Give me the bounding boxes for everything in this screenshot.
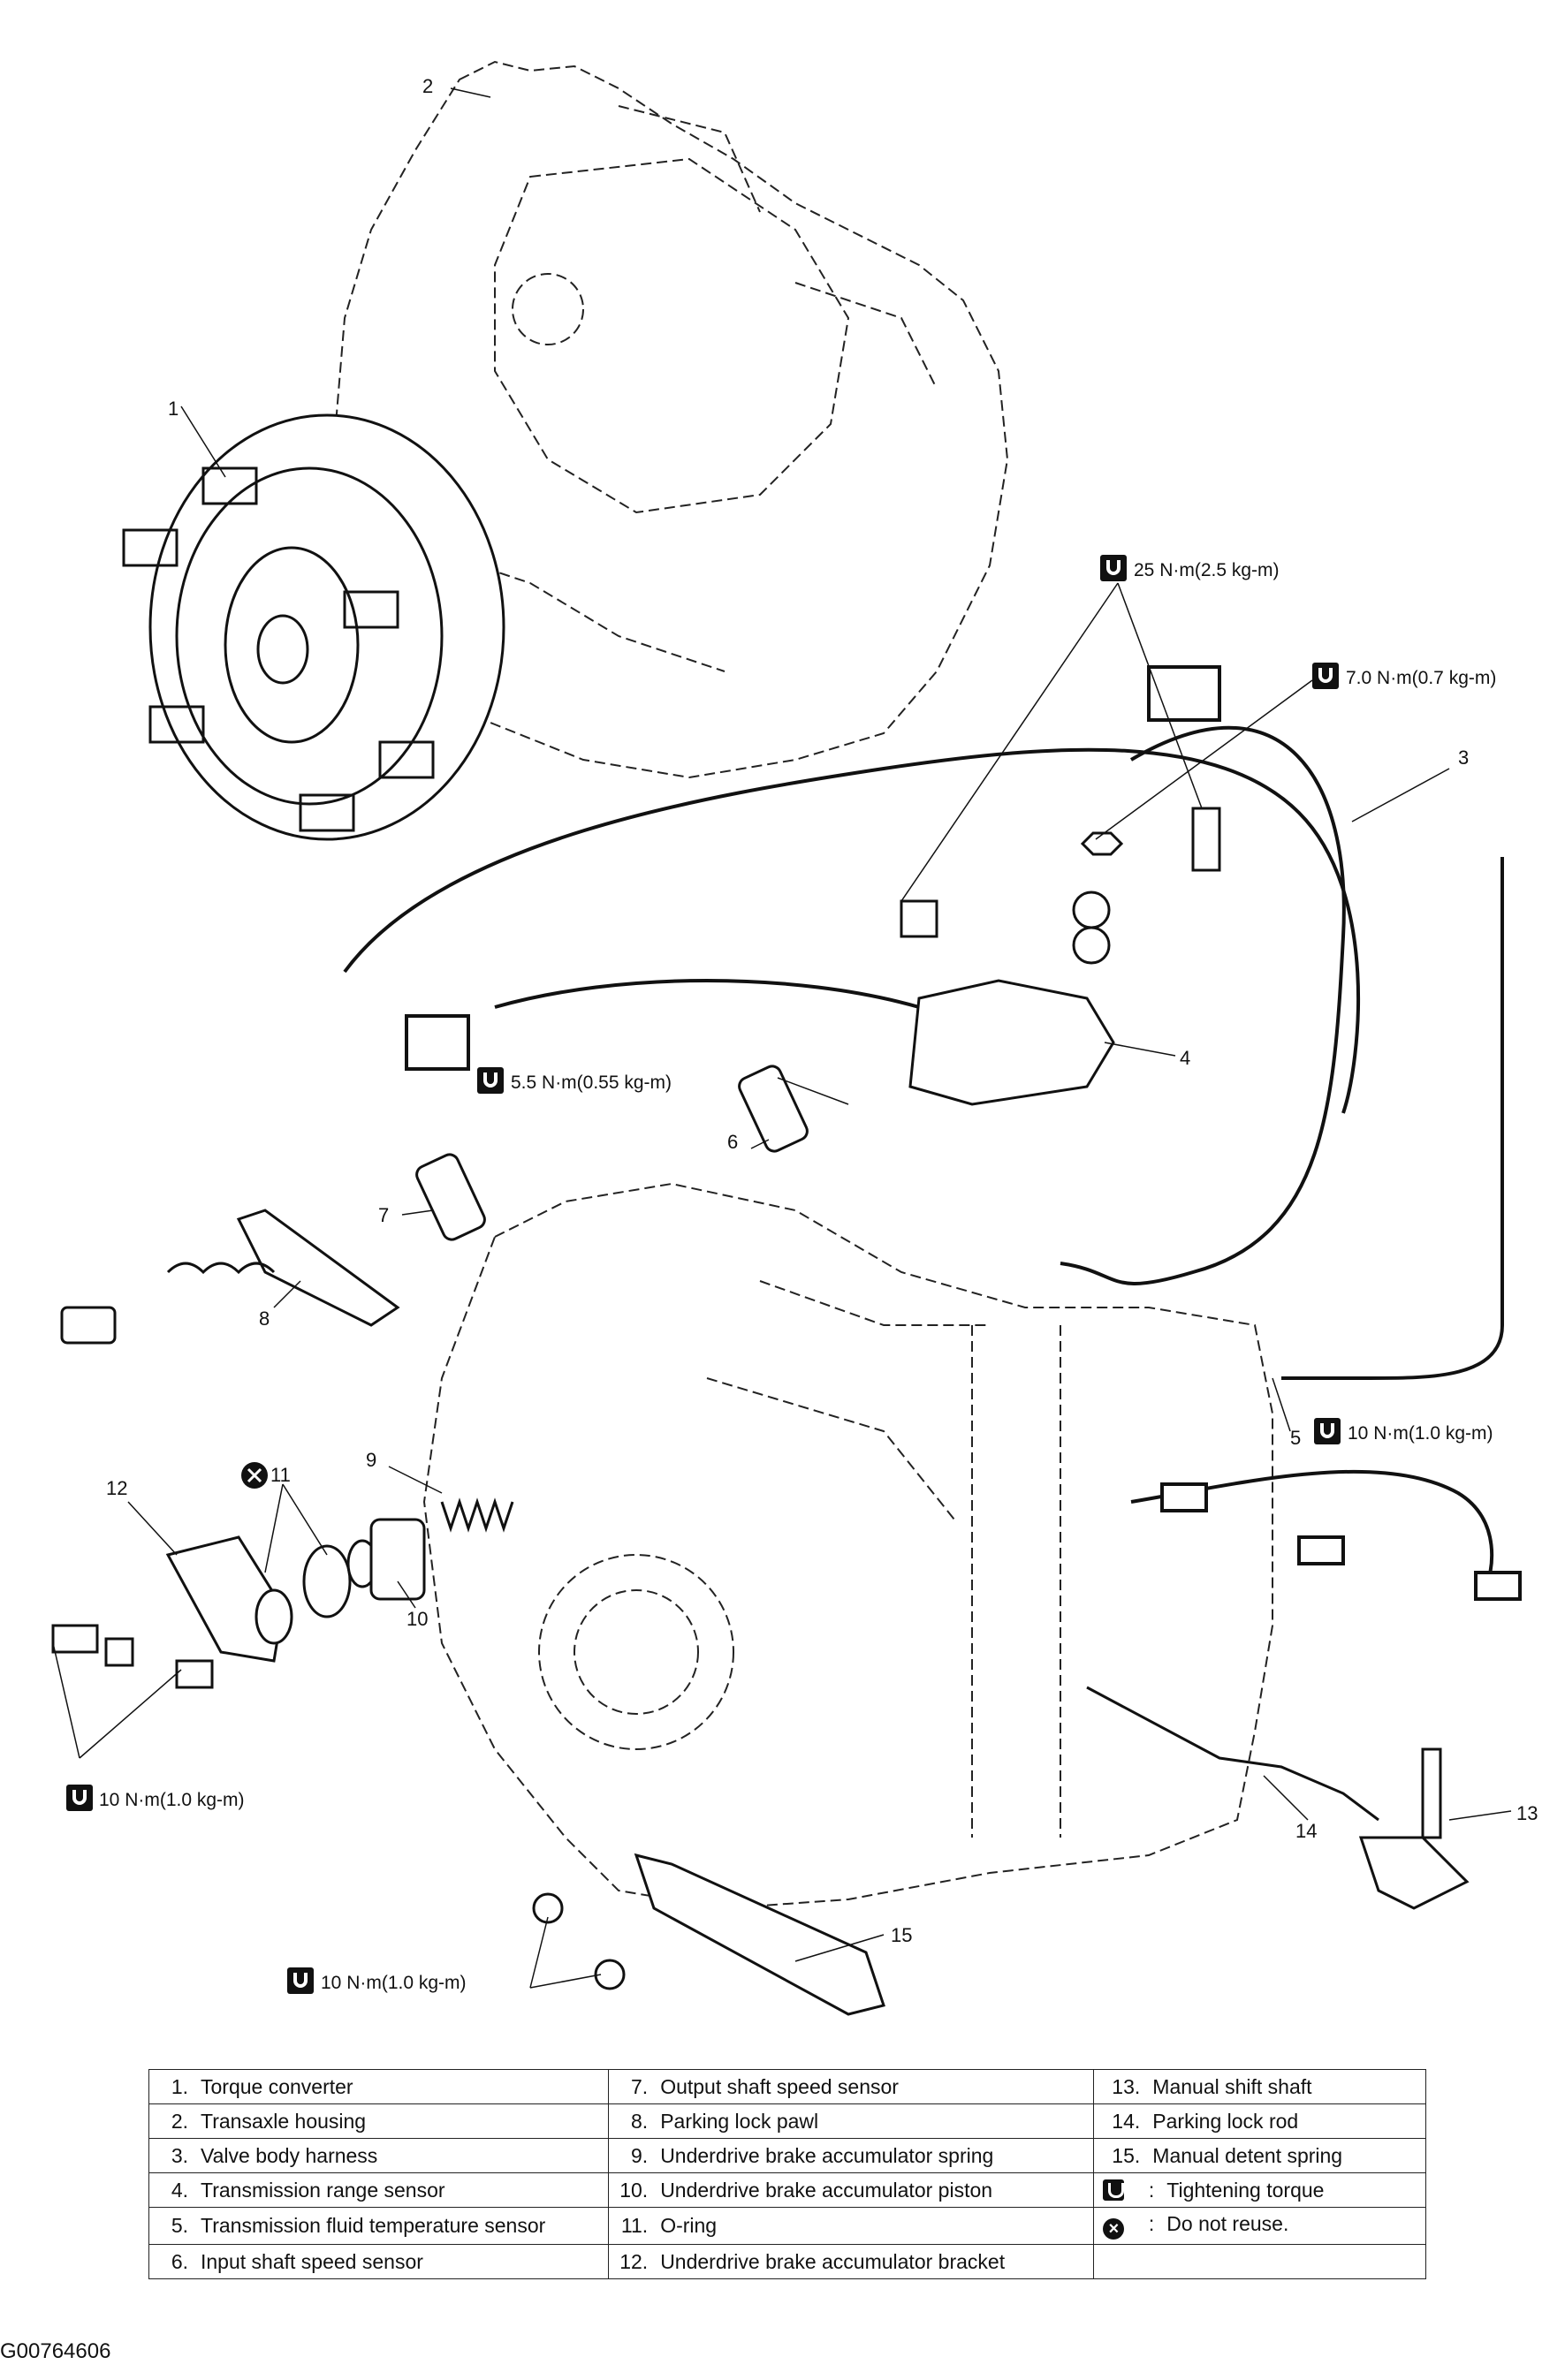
do-not-reuse-icon: × xyxy=(1103,2218,1125,2240)
callout-3: 3 xyxy=(1458,747,1469,769)
legend-number: 11. xyxy=(620,2214,649,2237)
legend-label: Parking lock rod xyxy=(1152,2109,1299,2133)
torque-10-c: 10 N·m(1.0 kg-m) xyxy=(321,1973,467,1993)
legend-number: 4. xyxy=(171,2178,188,2202)
legend-number: 13. xyxy=(1112,2074,1141,2098)
legend-row: 4. Transmission range sensor 10. Underdrive… xyxy=(148,2172,1426,2208)
legend-label: Manual shift shaft xyxy=(1152,2074,1312,2098)
callout-10: 10 xyxy=(406,1608,428,1630)
legend-row: 5. Transmission fluid temperature sensor 1… xyxy=(148,2207,1426,2245)
legend-label: Torque converter xyxy=(201,2074,353,2098)
legend-label: Tightening torque xyxy=(1166,2178,1325,2202)
legend-number: : xyxy=(1148,2212,1155,2235)
torque-icon-10-c xyxy=(285,1966,315,1996)
callout-1: 1 xyxy=(168,398,179,420)
legend-cell: 1. Torque converter xyxy=(148,2069,610,2104)
callout-11: 11 xyxy=(270,1464,291,1486)
callout-2: 2 xyxy=(422,75,433,97)
torque-25: 25 N·m(2.5 kg-m) xyxy=(1134,560,1280,580)
legend-label: Transaxle housing xyxy=(201,2109,367,2133)
torque-icon-25 xyxy=(1098,553,1128,583)
legend-number: 3. xyxy=(171,2143,188,2167)
figure-id: G00764606 xyxy=(0,2339,111,2363)
callout-6: 6 xyxy=(727,1131,738,1153)
torque-10-a: 10 N·m(1.0 kg-m) xyxy=(1348,1423,1493,1444)
misc-parts xyxy=(60,1065,1470,2016)
legend-label: Output shaft speed sensor xyxy=(660,2074,899,2098)
legend-label: O-ring xyxy=(660,2214,718,2237)
callout-5: 5 xyxy=(1290,1427,1301,1449)
legend-cell: 15. Manual detent spring xyxy=(1093,2138,1426,2173)
legend-row: 2. Transaxle housing 8. Parking lock pawl 14… xyxy=(148,2103,1426,2139)
torque-icon-7 xyxy=(1310,661,1341,691)
transaxle-case-lower xyxy=(422,1182,1273,1910)
callout-13: 13 xyxy=(1516,1802,1538,1824)
callout-15: 15 xyxy=(891,1924,912,1946)
callout-4: 4 xyxy=(1180,1047,1190,1069)
legend-label: Valve body harness xyxy=(201,2143,378,2167)
legend-cell: 9. Underdrive brake accumulator spring xyxy=(608,2138,1095,2173)
legend-cell: 14. Parking lock rod xyxy=(1093,2103,1426,2139)
legend-number: 2. xyxy=(171,2109,188,2133)
callout-14: 14 xyxy=(1295,1820,1317,1842)
torque-10-b: 10 N·m(1.0 kg-m) xyxy=(99,1790,245,1810)
torque-icon-55 xyxy=(475,1065,505,1095)
legend-number: 10. xyxy=(619,2178,649,2202)
legend-label: Manual detent spring xyxy=(1152,2143,1343,2167)
legend-cell: 12. Underdrive brake accumulator bracket xyxy=(608,2244,1095,2279)
leader-lines xyxy=(52,87,1512,1989)
callout-12: 12 xyxy=(106,1477,127,1499)
parts-legend: 1. Torque converter 7. Output shaft speed s… xyxy=(148,2069,1426,2279)
transmission-range-sensor xyxy=(900,807,1221,1106)
legend-number: 8. xyxy=(631,2109,649,2133)
legend-number: 7. xyxy=(631,2074,649,2098)
legend-cell: ×: Do not reuse. xyxy=(1093,2207,1426,2245)
legend-cell: 10. Underdrive brake accumulator piston xyxy=(608,2172,1095,2208)
callout-7: 7 xyxy=(378,1204,389,1226)
legend-number: 14. xyxy=(1112,2109,1141,2133)
legend-label: Transmission fluid temperature sensor xyxy=(201,2214,546,2237)
accumulator-parts xyxy=(51,1497,514,1689)
legend-number: : xyxy=(1148,2178,1155,2202)
torque-55: 5.5 N·m(0.55 kg-m) xyxy=(511,1073,672,1093)
valve-body-harness xyxy=(343,665,1522,1601)
legend-cell: 4. Transmission range sensor xyxy=(148,2172,610,2208)
torque-7: 7.0 N·m(0.7 kg-m) xyxy=(1346,668,1496,688)
legend-cell: 2. Transaxle housing xyxy=(148,2103,610,2139)
torque-icon-10-b xyxy=(65,1783,95,1813)
legend-label: Underdrive brake accumulator bracket xyxy=(660,2249,1006,2273)
legend-number: 9. xyxy=(631,2143,649,2167)
legend-number: 12. xyxy=(619,2249,649,2273)
legend-cell: 3. Valve body harness xyxy=(148,2138,610,2173)
legend-row: 1. Torque converter 7. Output shaft speed s… xyxy=(148,2069,1426,2104)
legend-cell xyxy=(1093,2244,1426,2279)
legend-label: Transmission range sensor xyxy=(201,2178,445,2202)
torque-icon-10-a xyxy=(1312,1416,1342,1446)
legend-number: 15. xyxy=(1112,2143,1141,2167)
legend-cell: : Tightening torque xyxy=(1093,2172,1426,2208)
legend-number: 1. xyxy=(171,2074,188,2098)
callout-8: 8 xyxy=(259,1307,270,1330)
legend-label: Underdrive brake accumulator piston xyxy=(660,2178,993,2202)
exploded-view-diagram: 1 2 3 4 5 6 7 8 9 10 11 12 13 14 15 25 N… xyxy=(51,60,1538,2016)
wrench-torque-icon xyxy=(1103,2179,1125,2201)
legend-cell: 5. Transmission fluid temperature sensor xyxy=(148,2207,610,2245)
legend-number: 5. xyxy=(171,2214,188,2237)
legend-cell: 7. Output shaft speed sensor xyxy=(608,2069,1095,2104)
legend-label: Do not reuse. xyxy=(1166,2212,1289,2235)
torque-converter xyxy=(122,413,505,841)
legend-row: 3. Valve body harness 9. Underdrive brake a… xyxy=(148,2138,1426,2173)
legend-cell: 6. Input shaft speed sensor xyxy=(148,2244,610,2279)
legend-label: Parking lock pawl xyxy=(660,2109,819,2133)
legend-number: 6. xyxy=(171,2249,188,2273)
legend-row: 6. Input shaft speed sensor 12. Underdrive … xyxy=(148,2244,1426,2279)
legend-cell: 11. O-ring xyxy=(608,2207,1095,2245)
legend-label: Underdrive brake accumulator spring xyxy=(660,2143,994,2167)
legend-label: Input shaft speed sensor xyxy=(201,2249,423,2273)
legend-cell: 8. Parking lock pawl xyxy=(608,2103,1095,2139)
legend-cell: 13. Manual shift shaft xyxy=(1093,2069,1426,2104)
callout-9: 9 xyxy=(366,1449,376,1471)
do-not-reuse-icon-11 xyxy=(241,1462,268,1489)
